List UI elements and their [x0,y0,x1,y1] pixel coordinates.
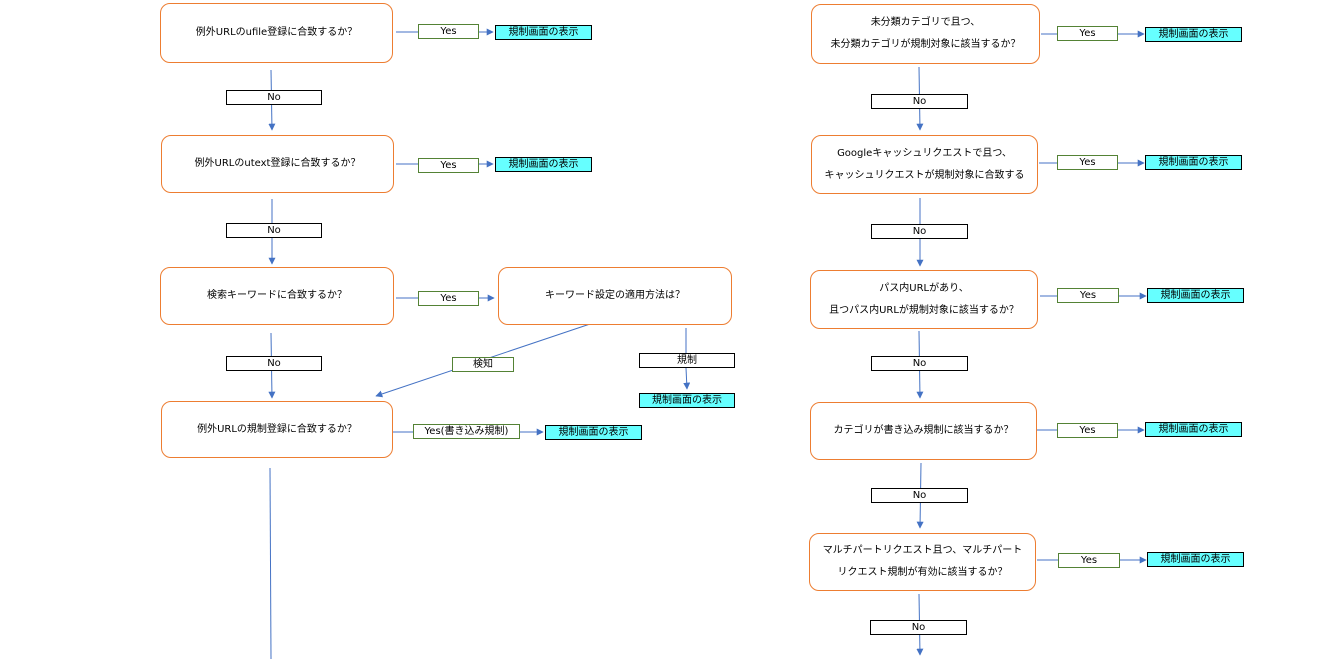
yes-label-uncategorized: Yes [1057,26,1118,41]
yes-label-write-category: Yes [1057,423,1118,438]
regulate-label: 規制 [639,353,735,368]
yes-label-google-cache: Yes [1057,155,1118,170]
yes-label-multipart: Yes [1058,553,1120,568]
result-multipart: 規制画面の表示 [1147,552,1244,567]
decision-path-url: パス内URLがあり、 且つパス内URLが規制対象に該当するか？ [810,270,1038,329]
decision-uncategorized: 未分類カテゴリで且つ、 未分類カテゴリが規制対象に該当するか？ [811,4,1040,64]
result-path-url: 規制画面の表示 [1147,288,1244,303]
no-label-write-category: No [871,488,968,503]
result-uncategorized: 規制画面の表示 [1145,27,1242,42]
yes-label-utext: Yes [418,158,479,173]
decision-exception-reg: 例外URLの規制登録に合致するか？ [161,401,393,458]
decision-keyword-method: キーワード設定の適用方法は？ [498,267,732,325]
no-label-ufile: No [226,90,322,105]
no-label-utext: No [226,223,322,238]
decision-path-url-line2: 且つパス内URLが規制対象に該当するか？ [829,304,1019,316]
yes-write-label: Yes(書き込み規制) [413,424,520,439]
result-keyword: 規制画面の表示 [639,393,735,408]
decision-utext-text: 例外URLのutext登録に合致するか？ [194,158,361,169]
decision-keyword-text: 検索キーワードに合致するか？ [207,290,347,301]
no-label-multipart: No [870,620,967,635]
result-write-category: 規制画面の表示 [1145,422,1242,437]
decision-google-cache: Googleキャッシュリクエストで且つ、 キャッシュリクエストが規制対象に合致す… [811,135,1038,194]
decision-uncategorized-line2: 未分類カテゴリが規制対象に該当するか？ [830,39,1021,50]
detect-label: 検知 [452,357,514,372]
no-label-uncategorized: No [871,94,968,109]
yes-label-path-url: Yes [1057,288,1119,303]
decision-keyword: 検索キーワードに合致するか？ [160,267,394,325]
result-google-cache: 規制画面の表示 [1145,155,1242,170]
no-label-keyword: No [226,356,322,371]
decision-uncategorized-line1: 未分類カテゴリで且つ、 [870,17,981,28]
decision-multipart-line2: リクエスト規制が有効に該当するか？ [837,567,1008,578]
no-label-path-url: No [871,356,968,371]
result-utext: 規制画面の表示 [495,157,592,172]
decision-path-url-line1: パス内URLがあり、 [879,282,969,294]
decision-google-cache-line2: キャッシュリクエストが規制対象に合致する [824,169,1025,181]
decision-multipart: マルチパートリクエスト且つ、マルチパート リクエスト規制が有効に該当するか？ [809,533,1036,591]
no-label-google-cache: No [871,224,968,239]
decision-multipart-line1: マルチパートリクエスト且つ、マルチパート [822,545,1023,556]
yes-label-keyword: Yes [418,291,479,306]
result-exception-reg: 規制画面の表示 [545,425,642,440]
decision-utext: 例外URLのutext登録に合致するか？ [161,135,394,193]
decision-write-category-text: カテゴリが書き込み規制に該当するか？ [833,425,1014,436]
yes-label-ufile: Yes [418,24,479,39]
decision-write-category: カテゴリが書き込み規制に該当するか？ [810,402,1037,460]
decision-ufile: 例外URLのufile登録に合致するか？ [160,3,393,63]
result-ufile: 規制画面の表示 [495,25,592,40]
decision-keyword-method-text: キーワード設定の適用方法は？ [545,290,685,301]
decision-exception-reg-text: 例外URLの規制登録に合致するか？ [197,423,357,435]
decision-ufile-text: 例外URLのufile登録に合致するか？ [195,27,358,38]
decision-google-cache-line1: Googleキャッシュリクエストで且つ、 [837,147,1012,159]
